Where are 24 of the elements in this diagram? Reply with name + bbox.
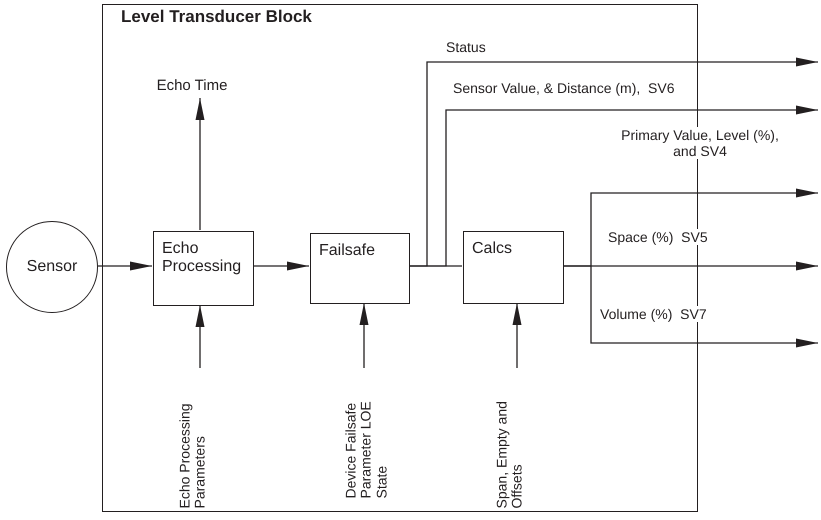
arrow (196, 305, 204, 368)
node-text: Echo Processing (162, 240, 242, 276)
arrow (563, 265, 818, 348)
process-box (463, 231, 564, 304)
edge-label: Space (%) SV5 (606, 229, 710, 246)
node-text: Failsafe (319, 242, 376, 260)
block-title: Level Transducer Block (120, 6, 313, 27)
edge-label: Status (444, 39, 488, 56)
input-label: Span, Empty and Offsets (489, 369, 529, 508)
arrow (360, 303, 368, 368)
arrow (253, 262, 309, 270)
arrow (98, 262, 152, 270)
arrow (512, 303, 522, 368)
edge-label: Volume (%) SV7 (598, 306, 709, 322)
input-label: Device Failsafe Parameter LOE State (336, 369, 396, 498)
process-box (310, 233, 410, 304)
sensor-circle: Sensor (6, 221, 98, 313)
output-label: Echo Time (146, 77, 238, 99)
arrow (196, 98, 204, 230)
node-text: Calcs (472, 240, 514, 258)
arrow (409, 106, 818, 267)
input-label: Echo Processing Parameters (171, 369, 213, 508)
process-box (153, 231, 254, 306)
edge-label: Sensor Value, & Distance (m), SV6 (451, 80, 676, 96)
